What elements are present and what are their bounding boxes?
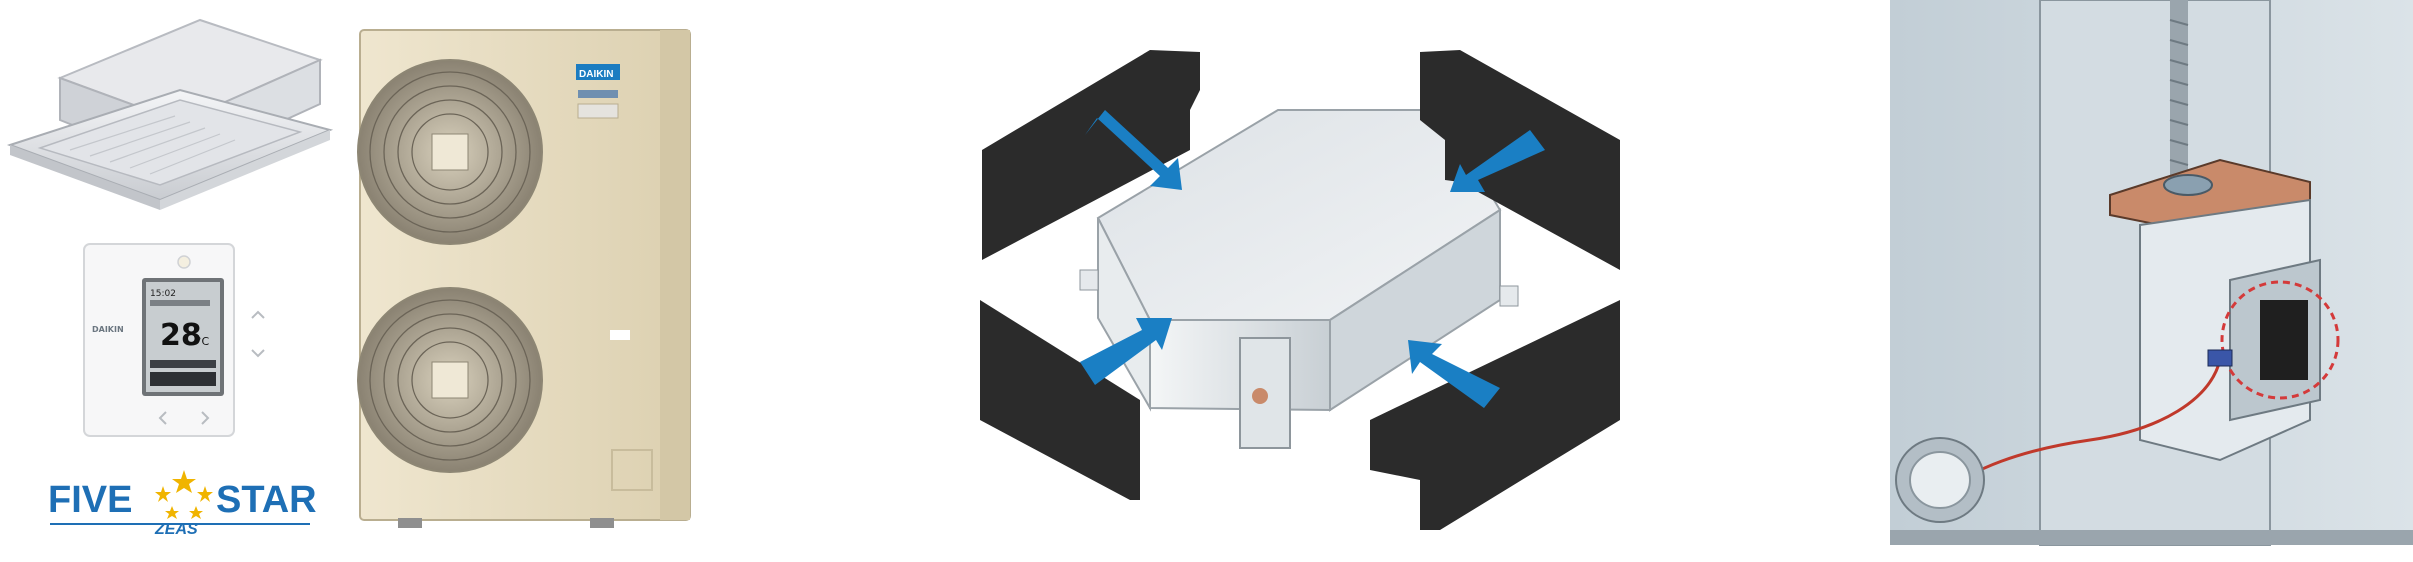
five-star-zeas-logo: FIVE STAR ZEAS — [48, 470, 317, 538]
highlight-circle — [2220, 280, 2340, 400]
chevron-down-icon — [251, 349, 265, 358]
remote-unit: °C — [196, 335, 210, 348]
outdoor-unit-image: DAIKIN — [357, 29, 691, 528]
badge-main-left: FIVE — [48, 479, 132, 521]
cassette-indoor-unit-image — [6, 18, 334, 210]
chevron-up-icon — [251, 310, 265, 319]
heater-detail-panel — [1890, 0, 2413, 562]
badge-sub: ZEAS — [154, 521, 198, 538]
product-lineup-illustration: 15:02 28 °C DAIKIN FIVE STAR — [6, 18, 691, 538]
badge-main-right: STAR — [216, 479, 317, 521]
logo-text: DAIKIN — [579, 69, 613, 80]
chevron-right-icon — [201, 411, 210, 425]
installation-panel — [900, 0, 1680, 562]
product-lineup-panel: 15:02 28 °C DAIKIN FIVE STAR — [0, 0, 720, 562]
star-icon — [155, 470, 213, 519]
direction-arrow-icon — [1080, 318, 1172, 385]
remote-controller-image: 15:02 28 °C DAIKIN — [83, 243, 265, 437]
heater-detail-image — [1890, 0, 2413, 546]
remote-clock: 15:02 — [150, 289, 176, 299]
central-unit-box — [1079, 109, 1519, 449]
installation-diagram — [980, 50, 1620, 530]
direction-arrow-icon — [1408, 340, 1500, 408]
remote-brand: DAIKIN — [92, 325, 124, 334]
daikin-logo — [576, 64, 620, 80]
direction-arrow-icon — [1450, 130, 1545, 192]
direction-arrow-icon — [1085, 110, 1182, 190]
insulation-panels — [980, 50, 1620, 530]
remote-temperature: 28 — [160, 318, 202, 353]
chevron-left-icon — [158, 411, 167, 425]
heater-block — [2260, 300, 2308, 380]
